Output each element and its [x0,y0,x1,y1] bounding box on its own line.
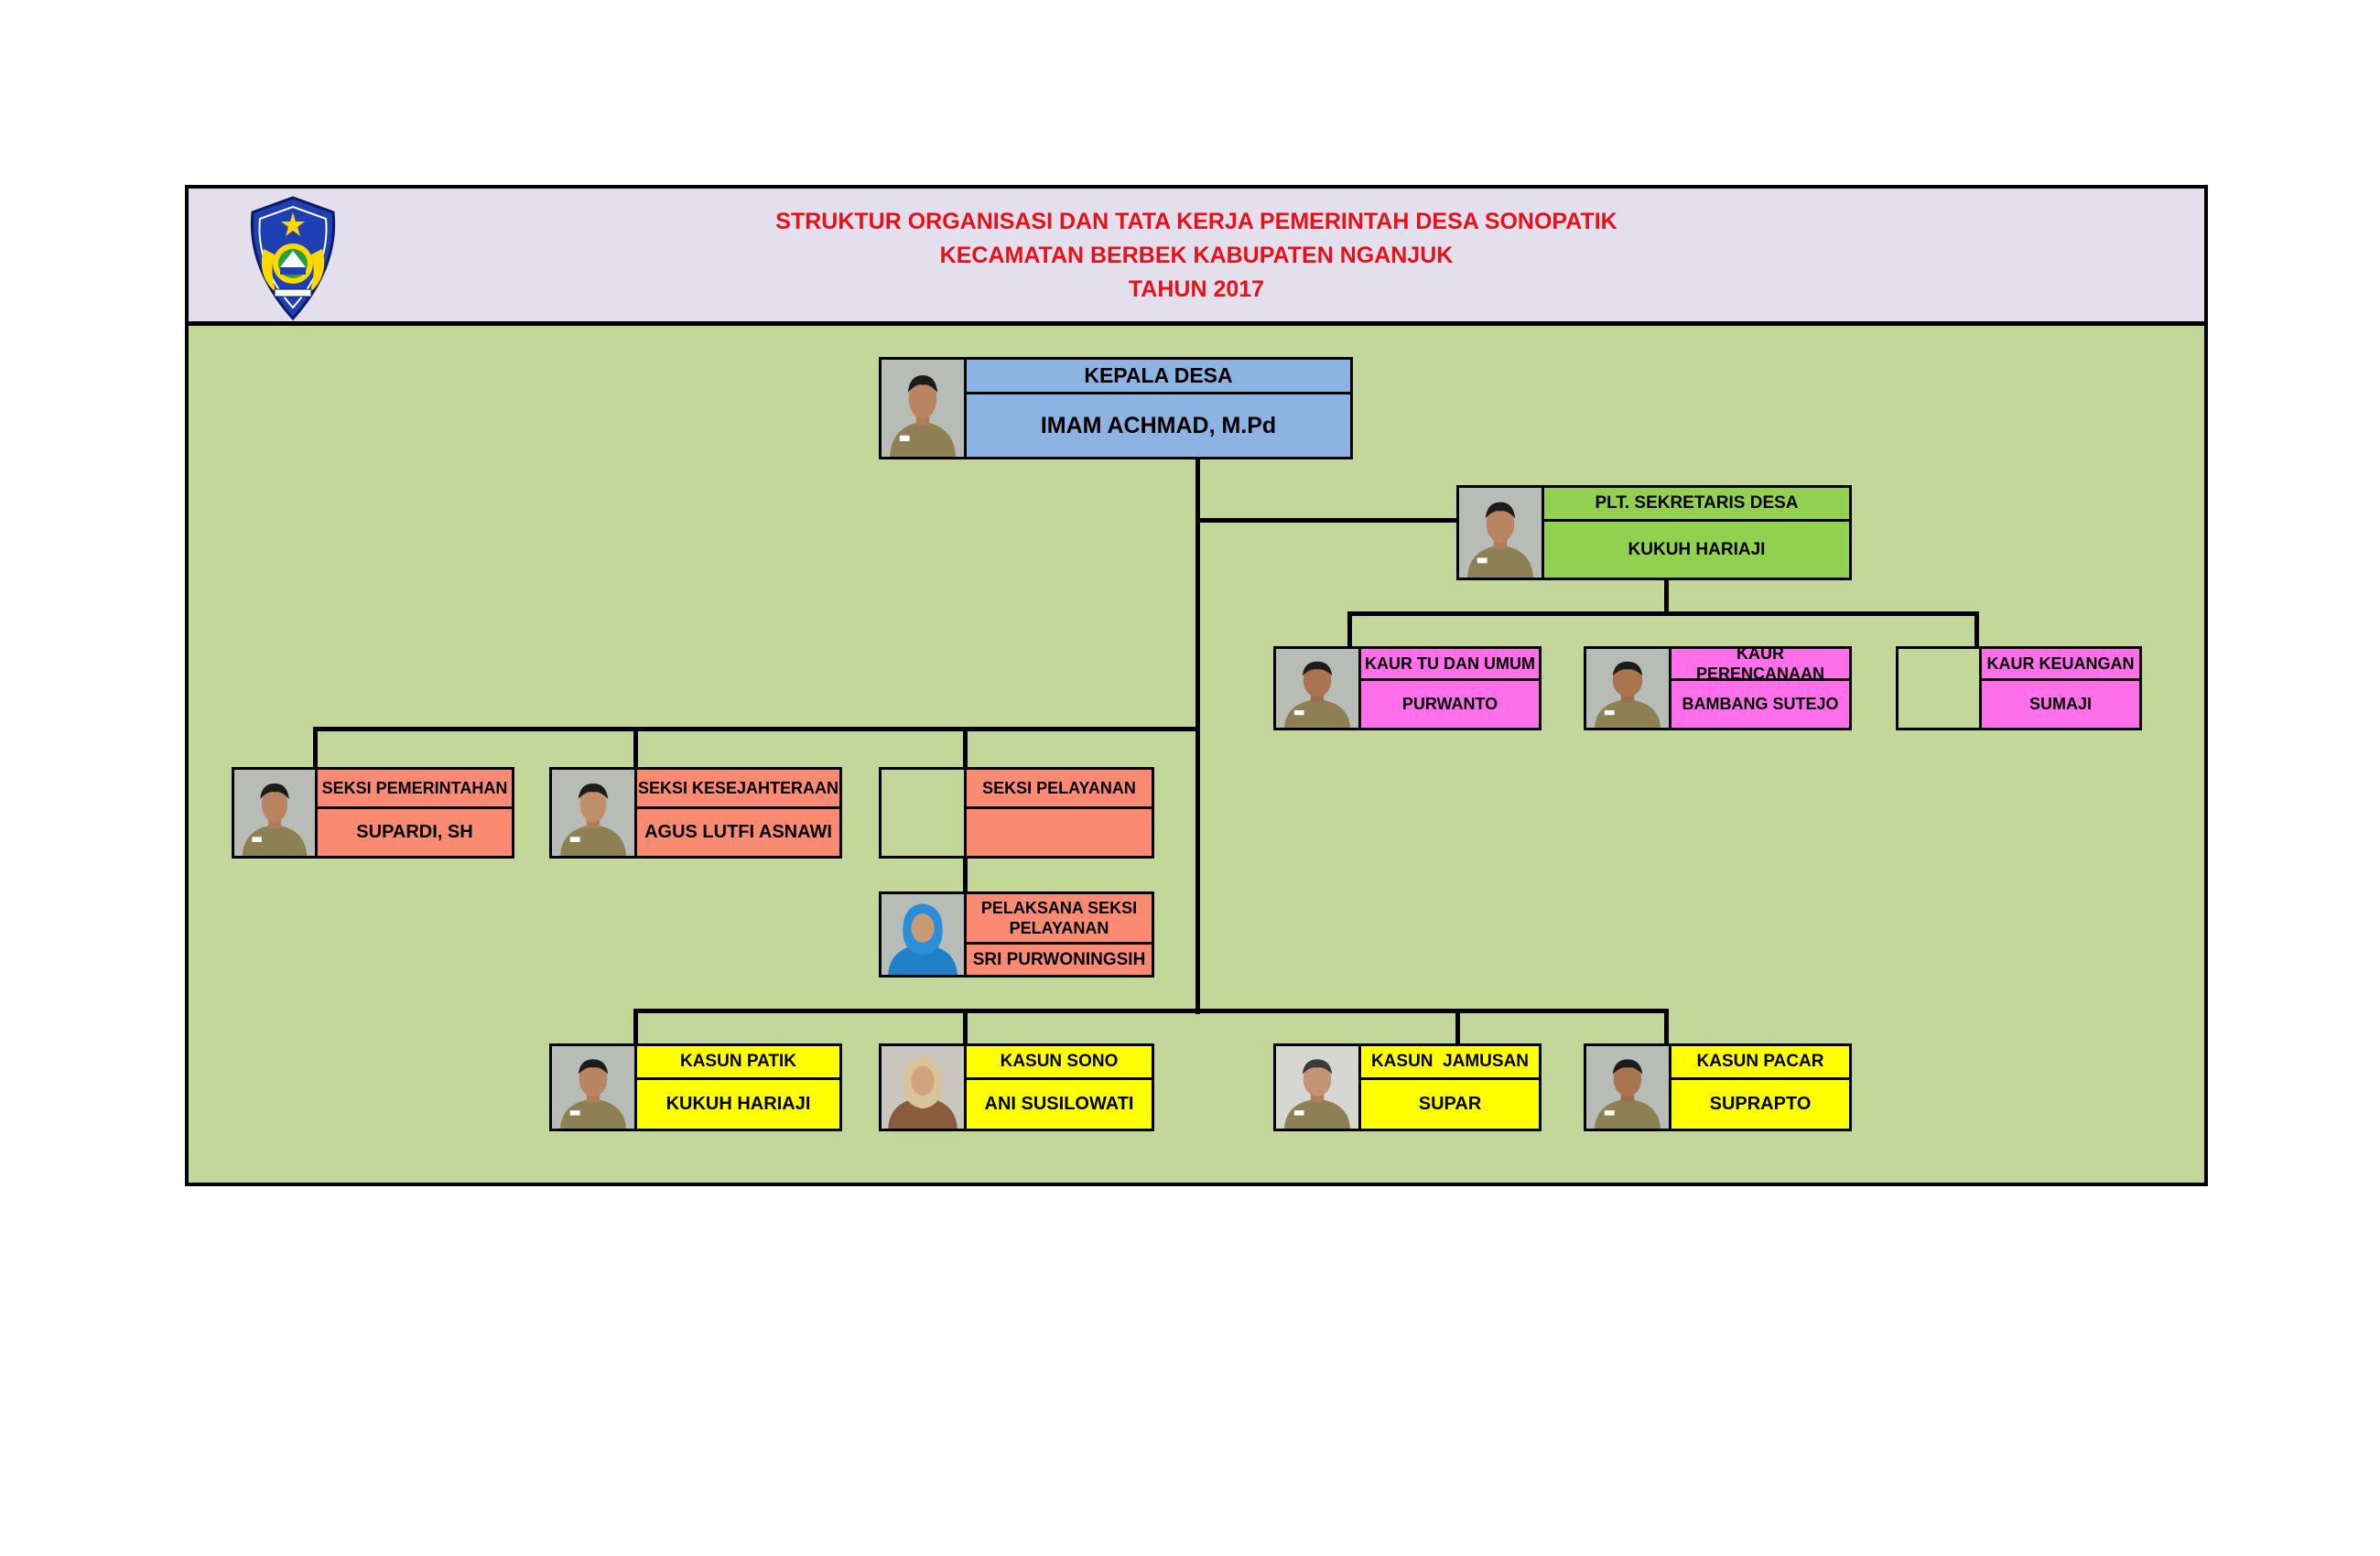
connector-kasun-2 [963,1009,968,1045]
kaur-tu-umum-position: KAUR TU DAN UMUM [1358,646,1542,681]
kaur-keuangan-position: KAUR KEUANGAN [1979,646,2142,681]
seksi-kesejahteraan-position: SEKSI KESEJAHTERAAN [634,767,842,809]
nganjuk-emblem-icon [250,196,336,321]
kasun-jamusan-photo [1273,1043,1361,1131]
title-line-1: STRUKTUR ORGANISASI DAN TATA KERJA PEMER… [775,209,1617,234]
title-line-3: TAHUN 2017 [1128,276,1265,302]
connector-to-sekretaris [1195,518,1459,523]
kepala-desa-card: KEPALA DESA IMAM ACHMAD, M.Pd [879,357,1353,459]
kasun-patik-photo [549,1043,637,1131]
seksi-pelayanan-card: SEKSI PELAYANAN [879,767,1154,859]
kaur-perencanaan-photo [1584,646,1671,730]
seksi-pelayanan-name [964,809,1154,859]
seksi-kesejahteraan-name: AGUS LUTFI ASNAWI [634,809,842,859]
seksi-pemerintahan-name: SUPARDI, SH [315,809,514,859]
person-photo-icon [1276,1046,1358,1129]
connector-seksi-bar [313,727,1200,731]
seksi-kesejahteraan-card: SEKSI KESEJAHTERAAN AGUS LUTFI ASNAWI [549,767,842,859]
connector-main-trunk [1195,459,1200,1014]
kasun-jamusan-position: KASUN JAMUSAN [1358,1043,1542,1080]
kepala-desa-name: IMAM ACHMAD, M.Pd [964,394,1353,459]
connector-kaur-1 [1347,611,1352,648]
sekretaris-photo [1456,485,1544,580]
kasun-pacar-card: KASUN PACAR SUPRAPTO [1584,1043,1852,1131]
person-photo-icon [882,360,964,457]
kasun-patik-name: KUKUH HARIAJI [634,1080,842,1131]
pelaksana-position: PELAKSANA SEKSI PELAYANAN [964,891,1154,945]
person-photo-icon [882,894,964,975]
kaur-tu-umum-name: PURWANTO [1358,681,1542,730]
kasun-pacar-name: SUPRAPTO [1669,1080,1852,1131]
person-photo-icon [552,770,634,856]
seksi-pemerintahan-card: SEKSI PEMERINTAHAN SUPARDI, SH [232,767,514,859]
pelaksana-name: SRI PURWONINGSIH [964,945,1154,978]
title-line-2: KECAMATAN BERBEK KABUPATEN NGANJUK [939,243,1454,268]
kasun-pacar-photo [1584,1043,1671,1131]
connector-kaur-3 [1974,611,1979,648]
chart-header: STRUKTUR ORGANISASI DAN TATA KERJA PEMER… [189,189,2204,326]
kepala-desa-position: KEPALA DESA [964,357,1353,394]
kasun-sono-card: KASUN SONO ANI SUSILOWATI [879,1043,1154,1131]
connector-sekretaris-down [1664,578,1669,615]
sekretaris-name: KUKUH HARIAJI [1542,522,1852,580]
kaur-perencanaan-card: KAUR PERENCANAAN BAMBANG SUTEJO [1584,644,1852,730]
connector-kasun-4 [1664,1009,1669,1045]
kaur-keuangan-photo-placeholder [1896,646,1982,730]
connector-pelaksana [963,857,968,893]
kasun-patik-card: KASUN PATIK KUKUH HARIAJI [549,1043,842,1131]
person-photo-icon [882,1046,964,1129]
kasun-pacar-position: KASUN PACAR [1669,1043,1852,1080]
seksi-pelayanan-position: SEKSI PELAYANAN [964,767,1154,809]
seksi-pemerintahan-photo [232,767,318,859]
person-photo-icon [1459,488,1542,578]
person-photo-icon [1276,649,1358,728]
person-photo-icon [552,1046,634,1129]
kaur-perencanaan-position: KAUR PERENCANAAN [1669,644,1852,683]
seksi-pemerintahan-position: SEKSI PEMERINTAHAN [315,767,514,809]
sekretaris-position: PLT. SEKRETARIS DESA [1542,485,1852,522]
kasun-patik-position: KASUN PATIK [634,1043,842,1080]
kaur-perencanaan-name: BAMBANG SUTEJO [1669,681,1852,730]
connector-kasun-3 [1455,1009,1460,1045]
kepala-desa-photo [879,357,967,459]
sekretaris-card: PLT. SEKRETARIS DESA KUKUH HARIAJI [1456,485,1852,580]
person-photo-icon [234,770,315,856]
seksi-kesejahteraan-photo [549,767,637,859]
person-photo-icon [1586,1046,1669,1129]
connector-seksi-3 [963,727,968,769]
connector-kasun-bar [633,1009,1669,1013]
connector-seksi-1 [313,727,318,769]
pelaksana-photo [879,891,967,978]
seksi-pelayanan-photo-placeholder [879,767,967,859]
connector-kaur-bar [1347,611,1979,616]
kasun-jamusan-card: KASUN JAMUSAN SUPAR [1273,1043,1542,1131]
kaur-tu-umum-card: KAUR TU DAN UMUM PURWANTO [1273,646,1542,730]
kasun-jamusan-name: SUPAR [1358,1080,1542,1131]
connector-kasun-1 [633,1009,638,1045]
kasun-sono-photo [879,1043,967,1131]
connector-seksi-2 [633,727,638,769]
kaur-keuangan-card: KAUR KEUANGAN SUMAJI [1896,646,2142,730]
kasun-sono-name: ANI SUSILOWATI [964,1080,1154,1131]
pelaksana-seksi-pelayanan-card: PELAKSANA SEKSI PELAYANAN SRI PURWONINGS… [879,891,1154,978]
kaur-tu-umum-photo [1273,646,1361,730]
kaur-keuangan-name: SUMAJI [1979,681,2142,730]
org-chart-frame: STRUKTUR ORGANISASI DAN TATA KERJA PEMER… [185,185,2208,1186]
person-photo-icon [1586,649,1669,728]
kasun-sono-position: KASUN SONO [964,1043,1154,1080]
